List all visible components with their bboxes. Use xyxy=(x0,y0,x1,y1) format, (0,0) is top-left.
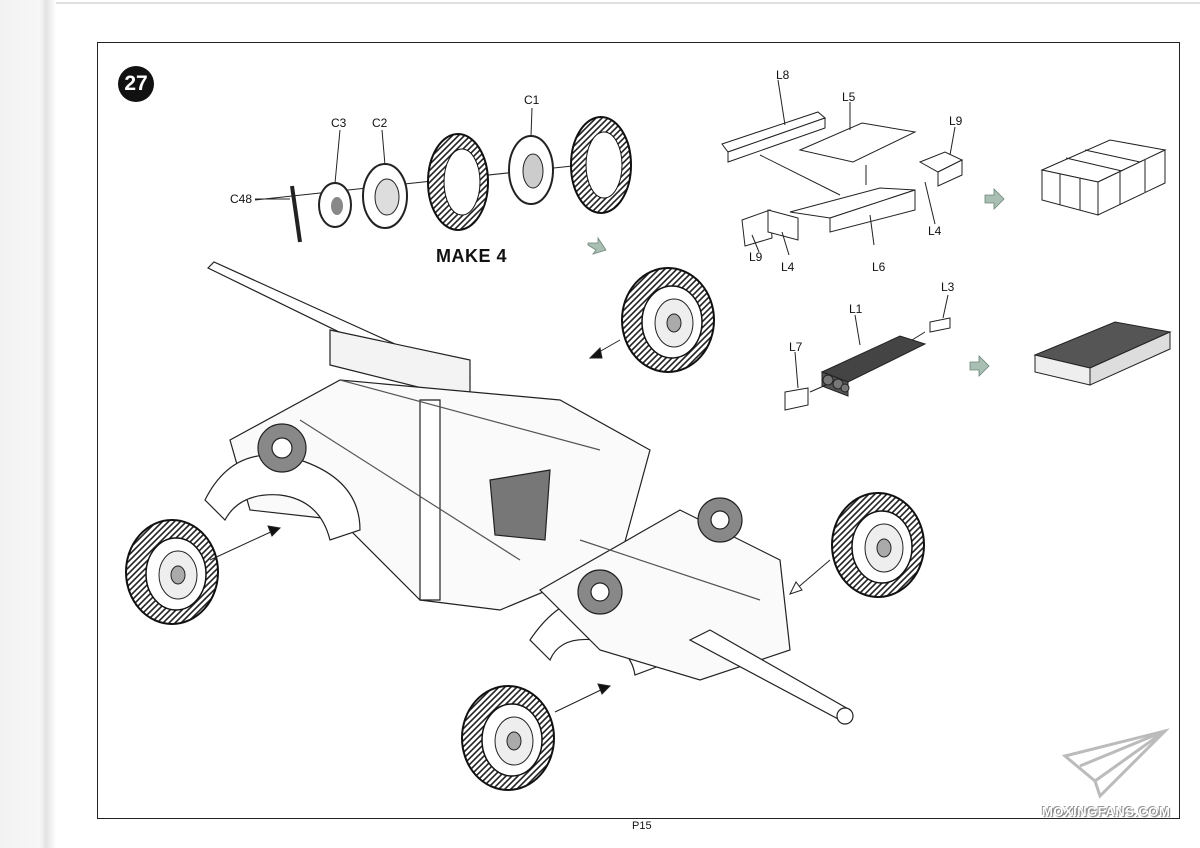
wheel-right xyxy=(831,492,925,598)
ammo-crate-parts xyxy=(721,79,964,256)
label-l8: L8 xyxy=(776,68,790,82)
instruction-frame xyxy=(97,42,1180,819)
assembled-crate xyxy=(1040,139,1167,216)
label-c1: C1 xyxy=(524,93,540,107)
make-quantity-note: MAKE 4 xyxy=(436,246,508,266)
label-c3: C3 xyxy=(331,116,347,130)
direction-arrows xyxy=(587,188,1005,377)
label-l7: L7 xyxy=(789,340,803,354)
label-l4-left: L4 xyxy=(781,260,795,274)
gun-carriage-assembly xyxy=(204,261,854,725)
paper-plane-watermark-icon xyxy=(1061,728,1170,799)
label-l4-right: L4 xyxy=(928,224,942,238)
wheel-exploded-view xyxy=(254,107,632,243)
page-top-edge xyxy=(56,2,1200,4)
page-number: P15 xyxy=(632,820,652,832)
label-l9-top: L9 xyxy=(949,114,963,128)
label-l1: L1 xyxy=(849,302,863,316)
label-c48: C48 xyxy=(230,192,253,206)
label-l9-left: L9 xyxy=(749,250,763,264)
wheel-attach-arrows xyxy=(209,339,831,713)
step-number-badge: 27 xyxy=(118,66,154,102)
label-l3: L3 xyxy=(941,280,955,294)
assembled-rack xyxy=(1033,321,1172,386)
ammo-rack-parts xyxy=(784,294,951,411)
label-l5: L5 xyxy=(842,90,856,104)
wheel-front-top xyxy=(621,267,715,373)
wheel-bottom xyxy=(461,685,555,791)
wheel-left xyxy=(125,519,219,625)
label-l6: L6 xyxy=(872,260,886,274)
watermark-text: MOXINGFANS.COM xyxy=(1042,804,1171,819)
part-c48-pin xyxy=(290,185,302,243)
page-edge-shadow xyxy=(0,0,56,848)
label-c2: C2 xyxy=(372,116,388,130)
